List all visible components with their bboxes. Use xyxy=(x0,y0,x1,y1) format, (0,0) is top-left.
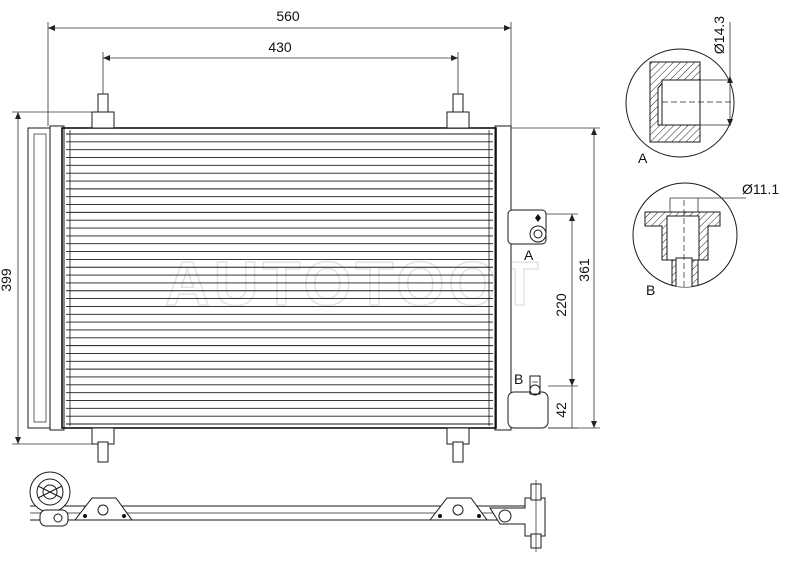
port-b-letter: B xyxy=(514,371,523,387)
dimension-core-height: 361 xyxy=(511,127,600,429)
core-tubes xyxy=(66,130,493,426)
dim-399-label: 399 xyxy=(0,268,14,292)
watermark-text: AUTOTOOT xyxy=(165,250,543,319)
port-b-fitting xyxy=(507,375,549,429)
port-a-letter: A xyxy=(524,247,534,263)
dim-560-label: 560 xyxy=(276,8,300,24)
detail-b-section: Ø11.1 B xyxy=(632,181,779,298)
dim-220-label: 220 xyxy=(553,293,569,317)
dimension-mount-spacing: 430 xyxy=(102,39,459,94)
detail-a-section: Ø14.3 A xyxy=(625,16,735,166)
detail-b-letter: B xyxy=(646,282,655,298)
detail-b-diameter-label: Ø11.1 xyxy=(742,181,779,197)
dim-430-label: 430 xyxy=(268,39,292,55)
dimension-overall-width: 560 xyxy=(47,8,512,126)
dimension-overall-height: 399 xyxy=(0,111,92,445)
left-side-plate xyxy=(49,125,65,431)
top-right-mount-pin xyxy=(439,93,477,129)
port-a-fitting xyxy=(507,209,547,245)
right-header-tank xyxy=(494,125,512,431)
condenser-front-view xyxy=(27,93,549,463)
dim-42-label: 42 xyxy=(553,402,569,418)
bottom-right-mount-pin xyxy=(446,427,470,463)
left-header-inner xyxy=(33,133,47,423)
core-outline xyxy=(61,127,497,429)
condenser-side-view xyxy=(29,471,546,552)
top-left-mount-pin xyxy=(84,93,122,129)
detail-a-letter: A xyxy=(638,150,648,166)
dimension-port-spacing: 220 xyxy=(546,213,578,387)
detail-a-diameter-label: Ø14.3 xyxy=(711,16,727,54)
left-header-tank xyxy=(27,127,53,429)
dim-361-label: 361 xyxy=(576,258,592,282)
bottom-left-mount-pin xyxy=(91,427,115,463)
dimension-port-offset: 42 xyxy=(548,386,578,429)
